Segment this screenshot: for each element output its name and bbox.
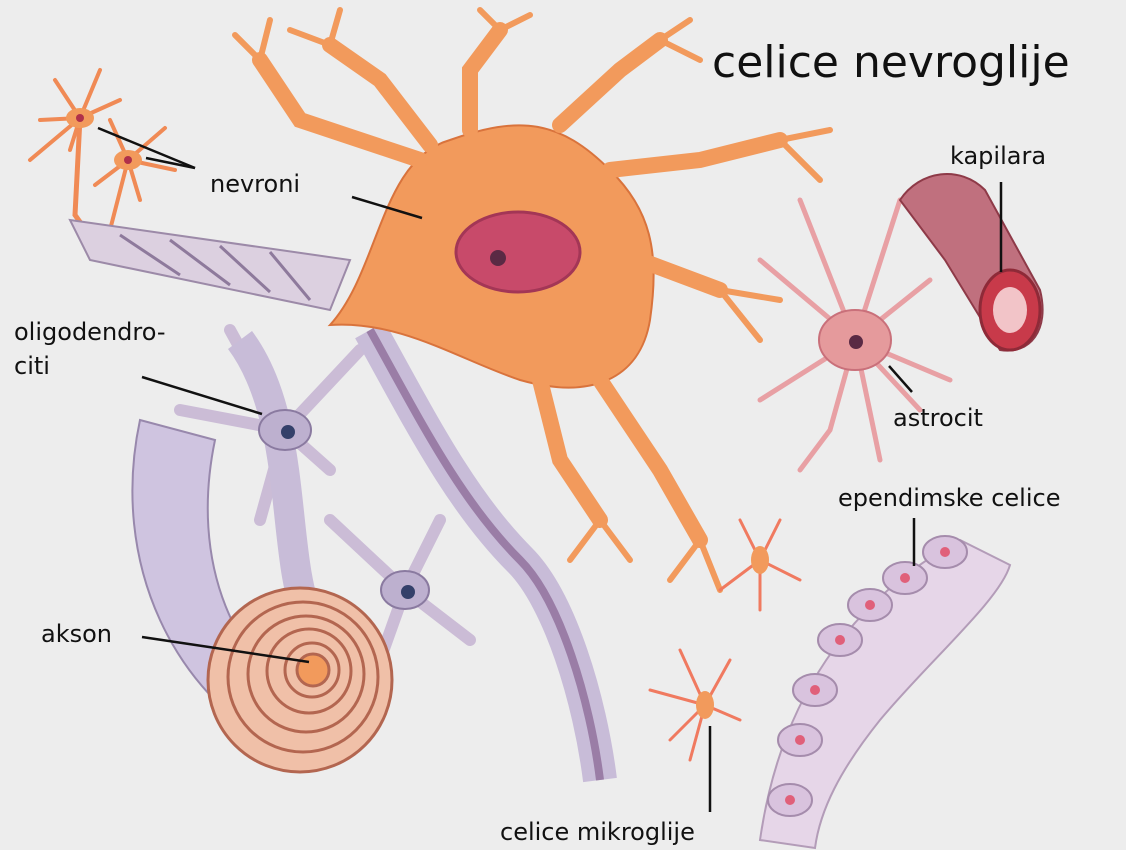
capillary <box>900 174 1043 351</box>
label-ependimske-celice: ependimske celice <box>838 484 1060 512</box>
label-oligodendrociti-1: oligodendro- <box>14 318 166 346</box>
label-astrocit: astrocit <box>893 404 983 432</box>
label-nevroni: nevroni <box>210 170 300 198</box>
label-celice-mikroglije: celice mikroglije <box>500 818 695 846</box>
label-kapilara: kapilara <box>950 142 1046 170</box>
ependymal-cells <box>760 536 1010 848</box>
microglia <box>650 520 800 760</box>
diagram-title: celice nevroglije <box>712 36 1070 90</box>
label-akson: akson <box>41 620 112 648</box>
axon-cross-section <box>208 588 392 772</box>
label-oligodendrociti-2: citi <box>14 352 50 380</box>
